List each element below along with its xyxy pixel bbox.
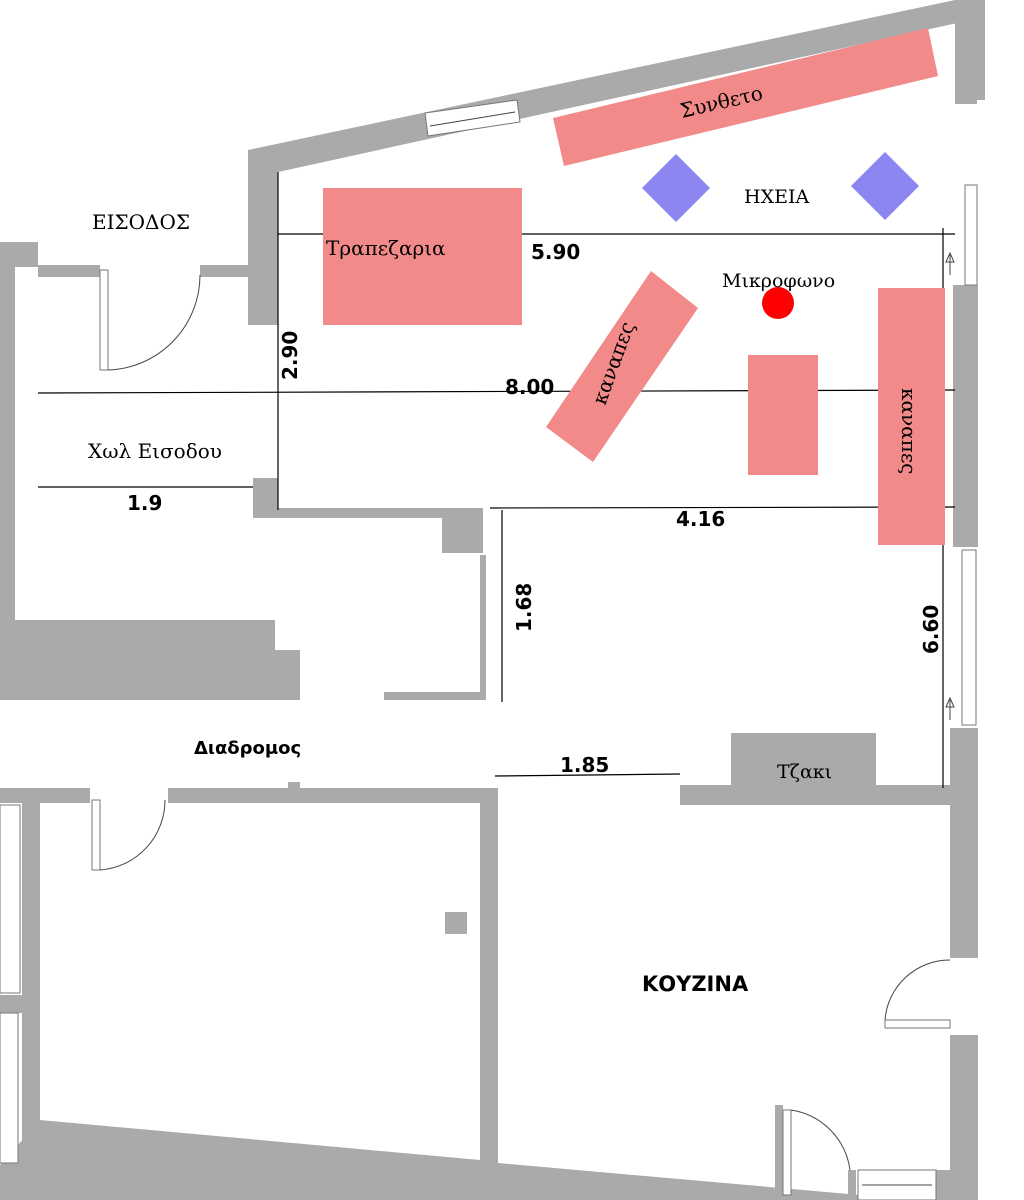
label-entrance-hall: Χωλ Εισοδου	[88, 439, 222, 463]
speaker-right	[851, 152, 919, 220]
door-corridor-leaf	[91, 799, 101, 871]
dim-label-168: 1.68	[512, 583, 536, 632]
window-top-line	[429, 111, 516, 127]
label-microphone: Μικροφωνο	[722, 270, 835, 292]
walls	[0, 0, 985, 1200]
wall-entrance-top	[38, 265, 100, 277]
wall-column-corner	[442, 508, 483, 553]
dim-label-185: 1.85	[560, 753, 609, 777]
sofa-diagonal	[546, 271, 698, 462]
window-right-2	[961, 549, 977, 726]
dim-label-590: 5.90	[531, 240, 580, 264]
label-kitchen: ΚΟΥΖΙΝΑ	[642, 972, 749, 996]
wall-bottom-slanted	[0, 1120, 860, 1200]
wall-bottom-right	[935, 1170, 978, 1200]
window-top	[424, 99, 521, 137]
wall-corridor-mid	[168, 788, 494, 803]
wall-top-slanted	[248, 0, 962, 172]
wall-room-left-edge-a	[0, 995, 22, 1013]
dim-line-416	[489, 506, 956, 509]
wall-right-lower	[950, 728, 978, 958]
door-entrance-leaf	[99, 269, 109, 371]
dim-label-19: 1.9	[127, 491, 162, 515]
door-kitchen-bottom-arc	[790, 1109, 851, 1171]
label-sofa-right: καναπες	[897, 388, 921, 474]
label-corridor: Διαδρομος	[194, 738, 301, 759]
dim-label-800: 8.00	[505, 375, 554, 399]
wall-room-right	[480, 788, 498, 1163]
window-right-1	[964, 184, 978, 286]
wall-corridor-tick	[288, 782, 300, 788]
doors	[91, 251, 955, 1196]
window-left	[0, 1012, 19, 1164]
label-speakers: ΗΧΕΙΑ	[744, 186, 809, 208]
wall-room-column	[445, 912, 467, 934]
window-left-top	[0, 804, 21, 994]
wall-right-stub	[955, 100, 977, 104]
dim-label-416: 4.16	[676, 507, 725, 531]
arrow-up-icon	[945, 696, 955, 720]
door-corridor-arc	[99, 799, 166, 871]
coffee-table	[748, 355, 818, 475]
wall-partition-horizontal	[384, 692, 484, 700]
label-entrance: ΕΙΣΟΔΟΣ	[92, 210, 190, 234]
wall-corridor-left	[0, 788, 90, 803]
wall-right-top-pier	[955, 0, 985, 100]
labels: ΕΙΣΟΔΟΣ Τραπεζαρια Χωλ Εισοδου Διαδρομος…	[88, 81, 921, 996]
door-entrance-arc	[107, 274, 201, 371]
dining-table	[323, 188, 522, 325]
furniture	[323, 28, 945, 545]
label-fireplace: Τζακι	[777, 761, 832, 783]
stereo-unit	[553, 28, 938, 166]
label-dining: Τραπεζαρια	[326, 236, 446, 260]
dim-label-660: 6.60	[919, 605, 943, 654]
door-kitchen-right-leaf	[884, 1019, 951, 1029]
dim-line-185	[494, 773, 681, 777]
dim-label-290: 2.90	[278, 331, 302, 380]
wall-entrance-top-right	[200, 265, 278, 277]
wall-kitchen-top	[680, 785, 952, 805]
speaker-left	[642, 154, 710, 222]
fireplace-block	[731, 733, 876, 788]
wall-left-outer	[0, 242, 15, 677]
wall-partition-vertical	[480, 555, 486, 700]
door-kitchen-right-arc	[884, 959, 951, 1021]
dimension-labels: 5.90 2.90 8.00 1.9 4.16 1.68 6.60 1.85	[127, 240, 943, 777]
wall-kitchen-door-left	[775, 1105, 783, 1195]
wall-living-bottom-stub	[253, 508, 483, 518]
wall-hall-bottom	[0, 620, 300, 700]
wall-kitchen-door-right	[848, 1170, 856, 1200]
wall-right-mid-pier	[953, 285, 978, 547]
windows	[0, 99, 978, 1200]
arrow-up-icon	[945, 251, 955, 275]
wall-living-left-upper	[248, 150, 278, 325]
door-kitchen-bottom-leaf	[782, 1109, 792, 1196]
sofa-right	[878, 288, 945, 545]
wall-room-left	[22, 788, 40, 1168]
microphone-marker	[762, 287, 794, 319]
